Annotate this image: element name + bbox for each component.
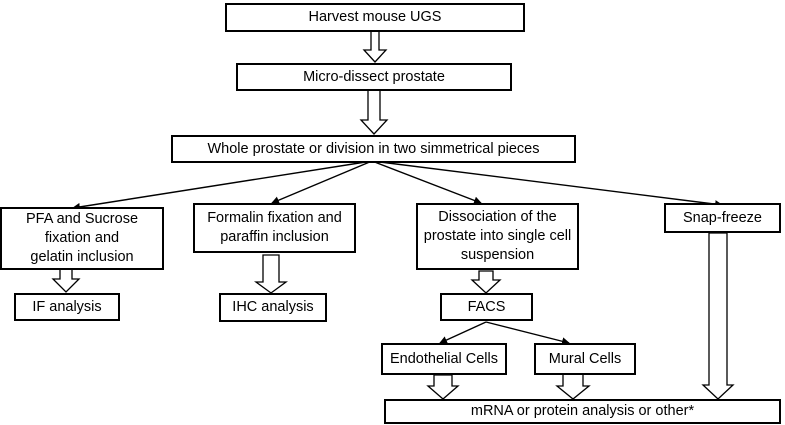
node-mrna: mRNA or protein analysis or other* [384, 399, 781, 424]
node-whole-label: Whole prostate or division in two simmet… [207, 140, 540, 157]
node-ihc-analysis-label: IHC analysis [232, 299, 314, 315]
node-snap: Snap-freeze [664, 203, 781, 233]
node-if-analysis: IF analysis [14, 293, 120, 321]
arrow-whole-to-dissociation [371, 160, 482, 205]
node-dissociation-label: Dissociation of the prostate into single… [423, 209, 572, 263]
arrow-whole-to-formalin [271, 160, 373, 204]
node-mural-label: Mural Cells [548, 350, 622, 367]
node-harvest: Harvest mouse UGS [225, 3, 525, 32]
node-harvest-label: Harvest mouse UGS [308, 9, 442, 25]
hollow-arrow-snap-to-mrna [701, 232, 735, 400]
node-microdissect-label: Micro-dissect prostate [303, 68, 445, 85]
arrow-facs-to-mural [485, 321, 570, 346]
node-pfa: PFA and Sucrose fixation and gelatin inc… [0, 207, 164, 270]
arrow-facs-to-endothelial [439, 321, 487, 344]
node-endothelial: Endothelial Cells [381, 343, 507, 375]
node-formalin-label: Formalin fixation and paraffin inclusion [207, 210, 342, 245]
hollow-arrow-dissociation-to-facs [470, 270, 502, 294]
hollow-arrow-microdissect-to-whole [359, 89, 389, 135]
node-ihc-analysis: IHC analysis [219, 293, 327, 322]
hollow-arrow-mural-to-mrna [555, 373, 591, 400]
node-if-analysis-label: IF analysis [32, 298, 102, 315]
node-microdissect: Micro-dissect prostate [236, 63, 512, 91]
arrow-whole-to-pfa [72, 160, 373, 211]
node-pfa-label: PFA and Sucrose fixation and gelatin inc… [25, 211, 139, 265]
node-whole: Whole prostate or division in two simmet… [171, 135, 576, 163]
arrow-whole-to-snap [371, 160, 723, 209]
node-snap-label: Snap-freeze [683, 209, 762, 226]
node-facs: FACS [440, 293, 533, 321]
node-facs-label: FACS [467, 298, 506, 315]
hollow-arrow-pfa-to-if [51, 268, 81, 293]
node-dissociation: Dissociation of the prostate into single… [416, 203, 579, 270]
node-formalin: Formalin fixation and paraffin inclusion [193, 203, 356, 253]
hollow-arrow-formalin-to-ihc [254, 254, 288, 294]
hollow-arrow-harvest-to-microdissect [362, 30, 388, 63]
hollow-arrow-endothelial-to-mrna [426, 374, 460, 400]
node-mural: Mural Cells [534, 343, 636, 375]
node-endothelial-label: Endothelial Cells [389, 350, 498, 367]
node-mrna-label: mRNA or protein analysis or other* [470, 403, 695, 419]
